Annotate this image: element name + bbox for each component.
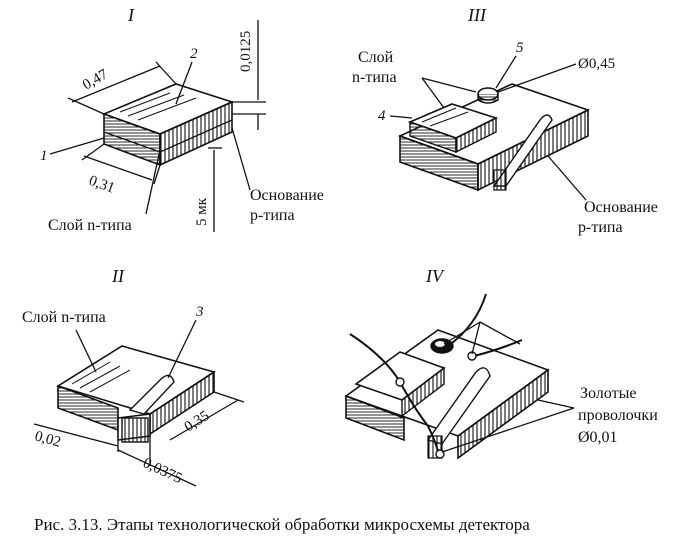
- dim-i-bottom-label: 5 мк: [194, 197, 210, 226]
- panel-ii: II Слой n-типа 3 0,02 0,0375 0: [22, 266, 245, 487]
- wire-label-2: проволочки: [578, 407, 658, 424]
- stage-label-iii: III: [467, 5, 487, 25]
- dim-i-top-label: 0,0125: [238, 31, 254, 72]
- n-label-iii-2: n-типа: [352, 69, 397, 86]
- callout-2: 2: [190, 46, 198, 62]
- panel-iv: IV Золотые проволочки: [344, 266, 658, 460]
- gold-wire-1: [349, 333, 441, 459]
- dim-ii-width-label: 0,35: [182, 408, 213, 435]
- n-layer-label-i: Слой n-типа: [48, 217, 132, 234]
- figure-caption: Рис. 3.13. Этапы технологической обработ…: [34, 515, 530, 534]
- chip-iv: [344, 293, 550, 460]
- callout-4: 4: [378, 108, 386, 124]
- stage-label-iv: IV: [425, 266, 445, 286]
- dim-i-width-label: 0,47: [80, 66, 111, 93]
- chip-i: [101, 83, 235, 167]
- gold-wire-3: [473, 339, 523, 357]
- callout-1: 1: [40, 148, 48, 164]
- dot-diameter-iii: Ø0,45: [578, 56, 615, 72]
- callout-5: 5: [516, 40, 524, 56]
- n-label-iii-1: Слой: [358, 49, 394, 66]
- wire-label-3: Ø0,01: [578, 429, 618, 446]
- dim-i-depth-label: 0,31: [87, 173, 117, 197]
- stage-label-i: I: [127, 5, 135, 25]
- panel-i: I 0,47 0,31: [40, 5, 324, 234]
- panel-iii: III Слой n-типа 4 5 Ø0,45 Осн: [352, 5, 658, 236]
- dim-i-vertical: 0,0125 5 мк: [194, 20, 266, 232]
- dim-ii-len-label: 0,0375: [140, 455, 184, 487]
- chip-iii: [397, 83, 591, 192]
- base-label-i-1: Основание: [250, 187, 324, 204]
- base-label-iii-2: p-типа: [578, 219, 623, 236]
- gold-wire-2: [447, 293, 487, 347]
- stage-label-ii: II: [111, 266, 125, 286]
- base-label-i-2: p-типа: [250, 207, 295, 224]
- callout-3: 3: [195, 304, 204, 320]
- n-layer-label-ii: Слой n-типа: [22, 309, 106, 326]
- base-label-iii-1: Основание: [584, 199, 658, 216]
- wire-label-1: Золотые: [580, 385, 636, 402]
- dim-ii-gap-label: 0,02: [33, 428, 62, 450]
